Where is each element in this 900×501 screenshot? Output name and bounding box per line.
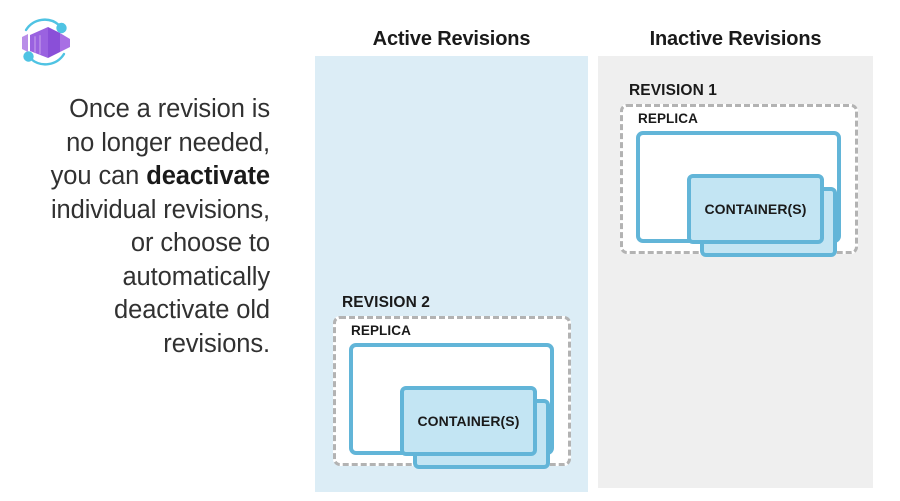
revision-2-container-front: CONTAINER(S)	[400, 386, 537, 456]
intro-line-8: revisions.	[163, 329, 270, 358]
intro-paragraph: Once a revision is no longer needed, you…	[8, 93, 270, 361]
azure-container-apps-icon	[14, 14, 76, 70]
revision-2-label: REVISION 2	[342, 294, 430, 311]
revision-2-replica-label: REPLICA	[351, 323, 411, 338]
revision-2-group: REVISION 2 REPLICA CONTAINER(S)	[333, 294, 573, 469]
revision-1-label: REVISION 1	[629, 82, 717, 99]
intro-line-6: automatically	[122, 262, 270, 291]
intro-line-4: individual revisions,	[50, 195, 270, 224]
revision-1-group: REVISION 1 REPLICA CONTAINER(S)	[620, 82, 860, 257]
intro-line-7: deactivate old	[114, 296, 270, 324]
revision-2-replica-box: CONTAINER(S)	[349, 343, 554, 469]
intro-line-5: or choose to	[130, 229, 270, 257]
revision-1-replica-box: CONTAINER(S)	[636, 131, 841, 257]
revision-1-container-label: CONTAINER(S)	[704, 201, 807, 217]
intro-line-1: Once a revision is	[69, 95, 270, 123]
inactive-revisions-title: Inactive Revisions	[649, 28, 822, 50]
revision-1-box: REPLICA CONTAINER(S)	[620, 104, 858, 257]
revision-1-container-front: CONTAINER(S)	[687, 174, 824, 244]
intro-emphasis-deactivate: deactivate	[146, 162, 270, 190]
revision-2-container-label: CONTAINER(S)	[417, 413, 520, 429]
active-revisions-title: Active Revisions	[372, 28, 531, 50]
revision-2-box: REPLICA CONTAINER(S)	[333, 316, 571, 469]
revision-1-replica-label: REPLICA	[638, 111, 698, 126]
intro-line-2: no longer needed,	[66, 128, 270, 157]
left-column: Once a revision is no longer needed, you…	[0, 0, 292, 501]
intro-line-3-prefix: you can	[50, 162, 147, 190]
